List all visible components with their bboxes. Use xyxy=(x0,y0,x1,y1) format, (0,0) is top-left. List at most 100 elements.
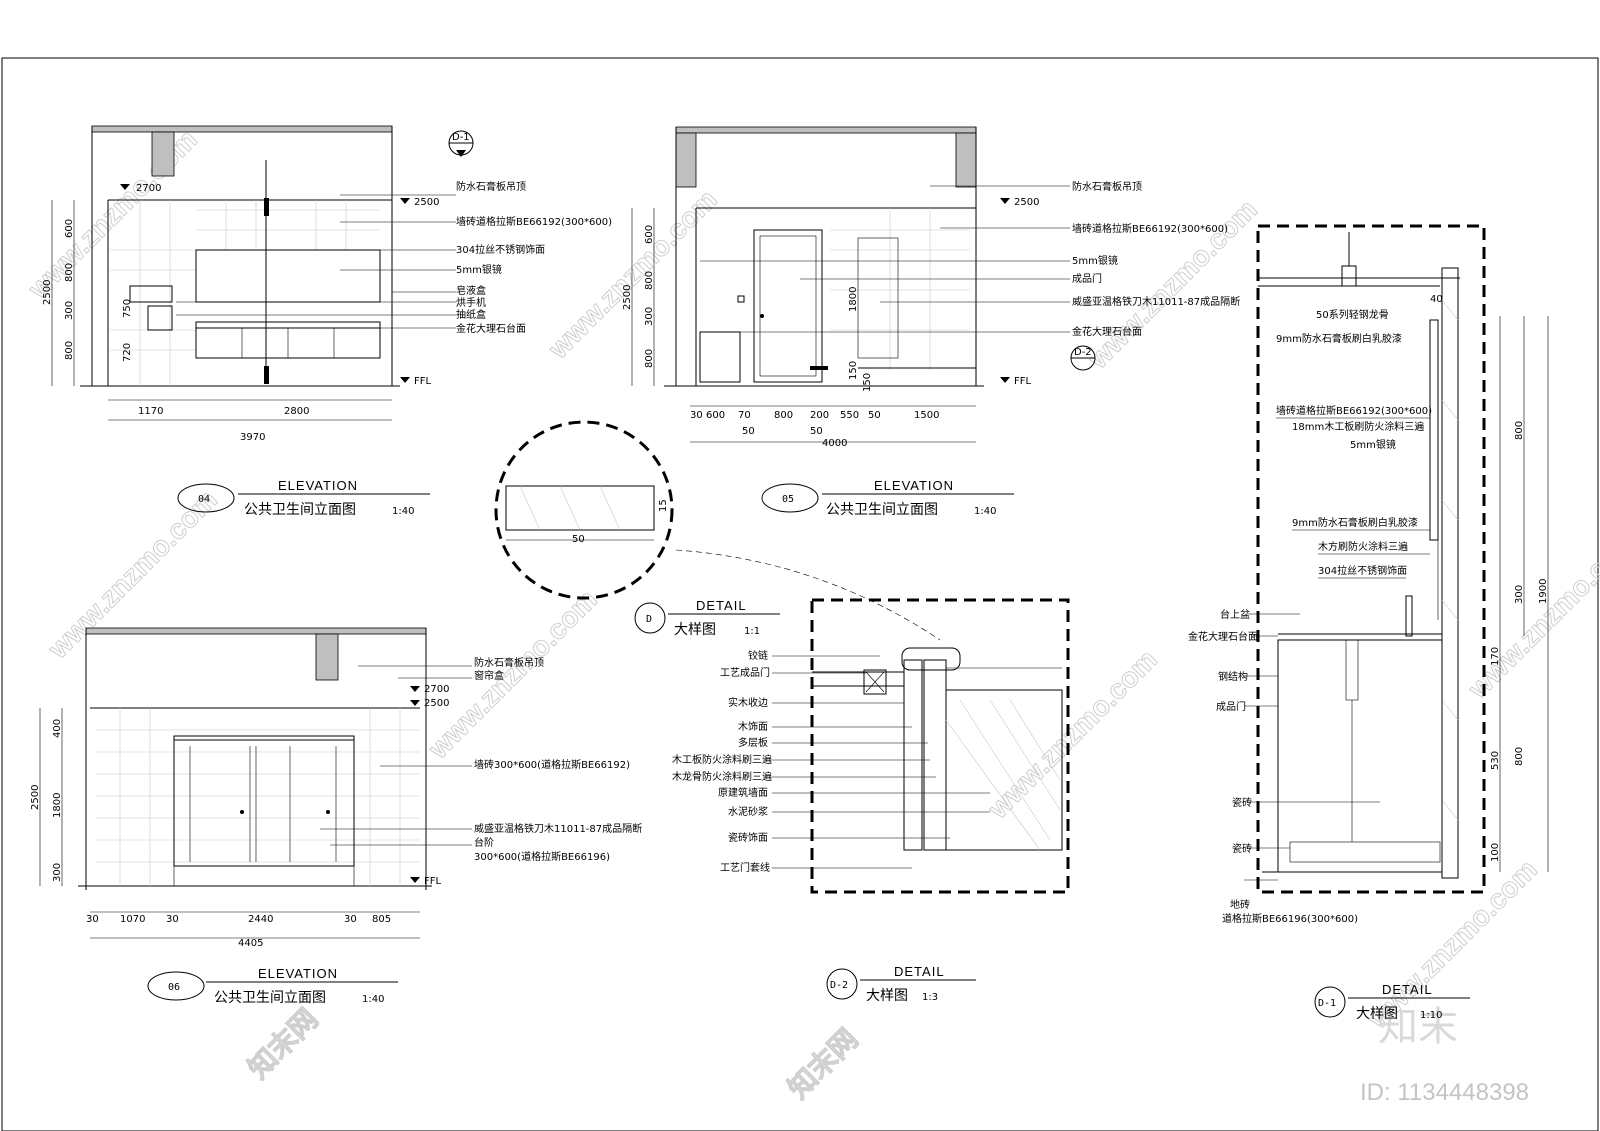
detail-d2: 铰链 工艺成品门 实木收边 木饰面 多层板 木工板防火涂料刷三遍 木龙骨防火涂料… xyxy=(672,598,1070,1004)
door-handle xyxy=(760,314,764,318)
dim-v: 750 xyxy=(122,299,133,318)
dim-h: 70 xyxy=(738,410,751,421)
dim-h: 200 xyxy=(810,410,829,421)
dim-h: 50 xyxy=(742,426,755,437)
paper-box xyxy=(147,305,173,331)
wall-tiles xyxy=(110,200,380,386)
title-cn: 大样图 xyxy=(866,988,908,1004)
callout-label: D-1 xyxy=(452,132,470,143)
label: 窗帘盒 xyxy=(474,669,504,682)
label: 多层板 xyxy=(738,736,768,749)
label: 50系列轻钢龙骨 xyxy=(1316,308,1389,321)
level-marker xyxy=(400,377,410,383)
wall-section xyxy=(1441,267,1459,879)
label: 木工板防火涂料刷三遍 xyxy=(672,753,772,766)
mirror-section xyxy=(1429,319,1439,541)
dim-h: 30 xyxy=(86,914,99,925)
dim-h: 800 xyxy=(774,410,793,421)
label: 墙砖300*600(道格拉斯BE66192) xyxy=(474,758,630,771)
label: 皂液盒 xyxy=(456,284,486,297)
title-scale: 1:40 xyxy=(362,994,384,1005)
dim-h: 2440 xyxy=(248,914,273,925)
title-number-oval xyxy=(177,483,235,513)
label: 304拉丝不锈钢饰面 xyxy=(1318,564,1407,577)
dim-v: 1800 xyxy=(848,287,859,312)
detail-leader xyxy=(675,549,941,641)
label: 地砖 xyxy=(1230,898,1250,911)
label: 威盛亚温格铁刀木11011-87成品隔断 xyxy=(474,822,642,835)
watermark-brand: 知末网 xyxy=(782,1022,864,1104)
level-2700: 2700 xyxy=(136,183,161,194)
step xyxy=(173,865,355,887)
dim-h-total: 3970 xyxy=(240,432,265,443)
partition xyxy=(857,237,899,359)
level-marker xyxy=(120,184,130,190)
label: 瓷砖 xyxy=(1232,796,1252,809)
label: 5mm银镜 xyxy=(456,263,502,276)
label: 威盛亚温格铁刀木11011-87成品隔断 xyxy=(1072,295,1240,308)
label: 工艺成品门 xyxy=(720,666,770,679)
level-2500: 2500 xyxy=(1014,197,1039,208)
label: 金花大理石台面 xyxy=(456,322,526,335)
watermark-text: www.znzmo.com xyxy=(1082,194,1263,375)
dim-v: 100 xyxy=(1490,843,1501,862)
title-number: 04 xyxy=(198,494,210,505)
title-number-circle xyxy=(634,602,666,634)
ceiling-slab xyxy=(91,125,393,133)
level-ffl: FFL xyxy=(424,876,442,887)
watermark-layer: www.znzmo.com www.znzmo.com www.znzmo.co… xyxy=(21,123,1600,1106)
label: 实木收边 xyxy=(728,696,768,709)
watermark-text: www.znzmo.com xyxy=(422,584,603,765)
ceiling-slab xyxy=(85,627,427,635)
leader-labels: 防水石膏板吊顶 墙砖道格拉斯BE66192(300*600) 304拉丝不锈钢饰… xyxy=(176,180,612,335)
label: 瓷砖 xyxy=(1232,842,1252,855)
label: 18mm木工板刷防火涂料三遍 xyxy=(1292,420,1424,433)
dim-h: 30 xyxy=(690,410,703,421)
watermark-text: www.znzmo.com xyxy=(1462,524,1600,705)
title-scale: 1:3 xyxy=(922,992,938,1003)
dim-v: 600 xyxy=(64,219,75,238)
watermark-id: ID: 1134448398 xyxy=(1360,1079,1529,1106)
label: 工艺门套线 xyxy=(720,861,770,874)
partition-mark xyxy=(264,198,269,216)
title-scale: 1:40 xyxy=(392,506,414,517)
mirror xyxy=(195,249,381,303)
label: 5mm银镜 xyxy=(1072,254,1118,267)
title-number-oval xyxy=(147,971,205,1001)
detail-d: 50 15 D DETAIL 大样图 1:1 xyxy=(494,420,941,641)
label: 水泥砂浆 xyxy=(728,805,768,818)
dim-h: 805 xyxy=(372,914,391,925)
title-number: 06 xyxy=(168,982,180,993)
wall-trim xyxy=(903,659,923,851)
label: 9mm防水石膏板刷白乳胶漆 xyxy=(1292,516,1418,529)
label: 铰链 xyxy=(748,649,768,662)
label: 道格拉斯BE66196(300*600) xyxy=(1222,912,1358,925)
label: 防水石膏板吊顶 xyxy=(474,656,544,669)
title-number: D-1 xyxy=(1318,998,1336,1009)
dim-v: 400 xyxy=(52,719,63,738)
label: 墙砖道格拉斯BE66192(300*600) xyxy=(1276,404,1432,417)
title-number: D-2 xyxy=(830,980,848,991)
watermark-brand: 知末网 xyxy=(242,1002,324,1084)
title-scale: 1:1 xyxy=(744,626,760,637)
ceiling-slab xyxy=(675,126,977,134)
dim-h: 40 xyxy=(1430,294,1443,305)
title-cn: 大样图 xyxy=(1356,1006,1398,1022)
callout-label: D-2 xyxy=(1074,347,1092,358)
label: 防水石膏板吊顶 xyxy=(456,180,526,193)
leader-labels: 50系列轻钢龙骨 9mm防水石膏板刷白乳胶漆 墙砖道格拉斯BE66192(300… xyxy=(1188,285,1432,925)
label: 台阶 xyxy=(474,836,494,849)
wall-tiles xyxy=(96,708,420,886)
basin-cabinet xyxy=(699,331,741,383)
detail-frame xyxy=(1256,224,1486,894)
title-en: DETAIL xyxy=(1382,982,1433,997)
dim-v: 1800 xyxy=(52,793,63,818)
label: 304拉丝不锈钢饰面 xyxy=(456,243,545,256)
dim-v: 720 xyxy=(122,343,133,362)
level-ffl: FFL xyxy=(414,376,432,387)
title-number-circle xyxy=(1314,986,1346,1018)
dim-v: 300 xyxy=(64,301,75,320)
dim-v: 150 xyxy=(862,373,873,392)
dim-h: 2800 xyxy=(284,406,309,417)
label: 防水石膏板吊顶 xyxy=(1072,180,1142,193)
